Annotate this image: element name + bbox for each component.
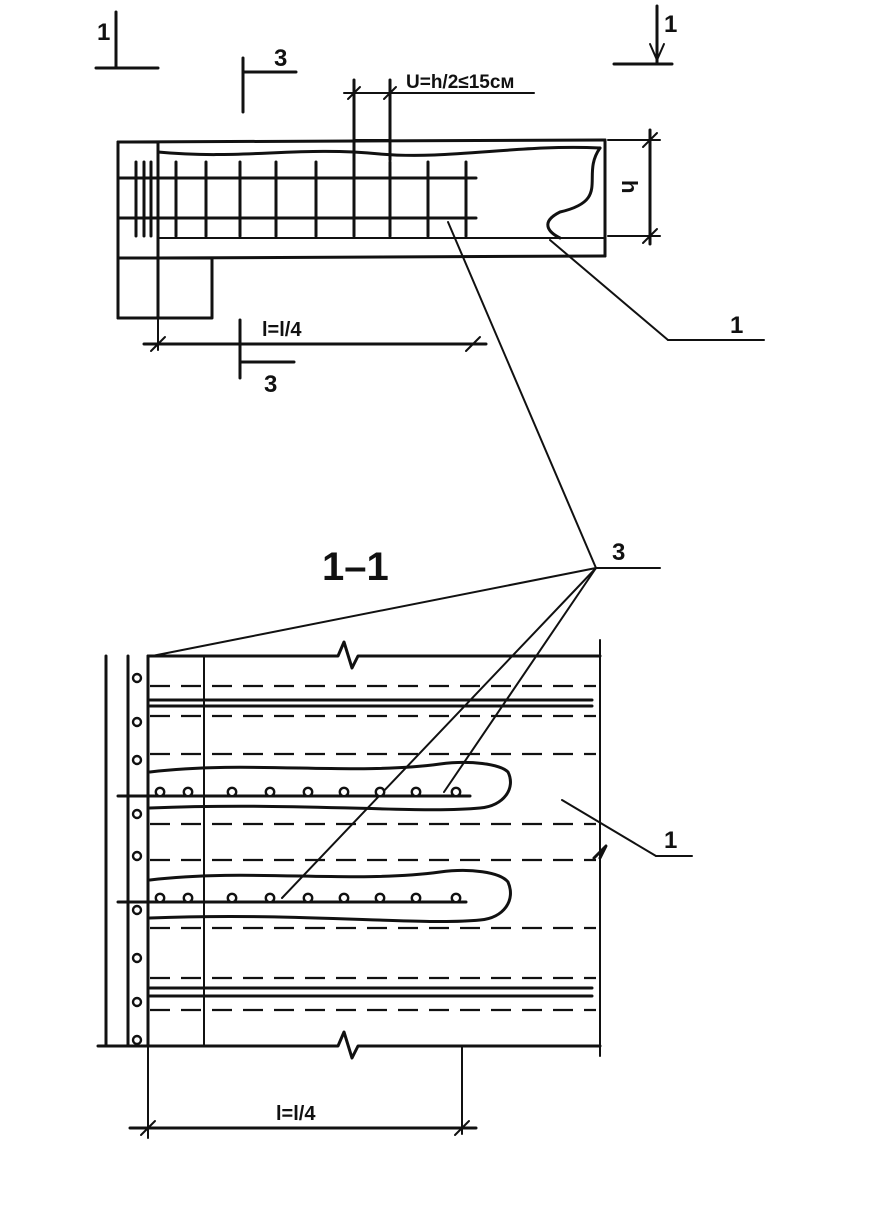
- length-formula-bottom-label: l=l/4: [276, 1103, 316, 1125]
- spacing-dimension: U=h/2≤15см: [343, 72, 535, 174]
- length-formula-top-label: l=l/4: [262, 319, 302, 341]
- section-mark-3-top: 3: [241, 45, 298, 114]
- section-mark-right-label: 1: [664, 11, 677, 38]
- callout-3-label: 3: [612, 539, 625, 566]
- callout-1-bottom-label: 1: [664, 827, 677, 854]
- section-plan-view: 1: [96, 639, 693, 1060]
- elevation-view: h 1: [116, 128, 765, 341]
- height-symbol-label: h: [617, 180, 642, 193]
- section-mark-3-top-label: 3: [274, 45, 287, 72]
- section-mark-3-bottom: 3: [238, 318, 296, 398]
- section-mark-left-label: 1: [97, 19, 110, 46]
- spacing-formula-label: U=h/2≤15см: [406, 72, 514, 93]
- section-mark-1-left: 1: [94, 10, 160, 70]
- callout-1-top-label: 1: [730, 312, 743, 339]
- section-mark-3-bottom-label: 3: [264, 371, 277, 398]
- section-title: 1–1: [322, 545, 389, 589]
- length-dimension-top: l=l/4: [142, 257, 488, 352]
- section-mark-1-right: 1: [612, 4, 677, 66]
- length-dimension-bottom: l=l/4: [128, 1045, 478, 1139]
- callout-3-leaders: 3: [151, 221, 661, 899]
